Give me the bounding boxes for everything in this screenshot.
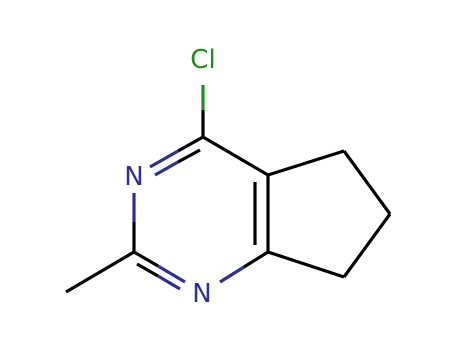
bond-c2-n1-inner-nitrogen-half [157, 274, 181, 291]
bond-c4-n3-inner-carbon-half [177, 148, 201, 164]
nitrogen-label-upper: N [124, 162, 143, 192]
bond-c2-n1-outer-nitrogen-half [157, 264, 186, 284]
bond-c4-n3-inner-nitrogen-half [154, 160, 179, 177]
bond-c4-n3-outer-nitrogen-half [149, 149, 179, 169]
bond-n1-c7a-nitrogen-half [219, 265, 245, 284]
bond-c2-methyl [65, 250, 135, 294]
bond-c5-c6 [342, 150, 392, 215]
bond-c4-n3-outer-carbon-half [177, 135, 204, 153]
bond-c4a-c5 [267, 149, 345, 177]
bond-c7-c7a [267, 250, 345, 279]
bond-c4-c4a [202, 135, 269, 177]
nitrogen-label-lower: N [192, 279, 211, 309]
chlorine-label: Cl [190, 45, 215, 75]
bond-c6-c7 [342, 213, 392, 278]
bond-c2-n1-outer-carbon-half [133, 250, 159, 268]
bond-n1-c7a-carbon-half [243, 250, 269, 269]
bond-c2-n1-inner-carbon-half [136, 262, 159, 278]
